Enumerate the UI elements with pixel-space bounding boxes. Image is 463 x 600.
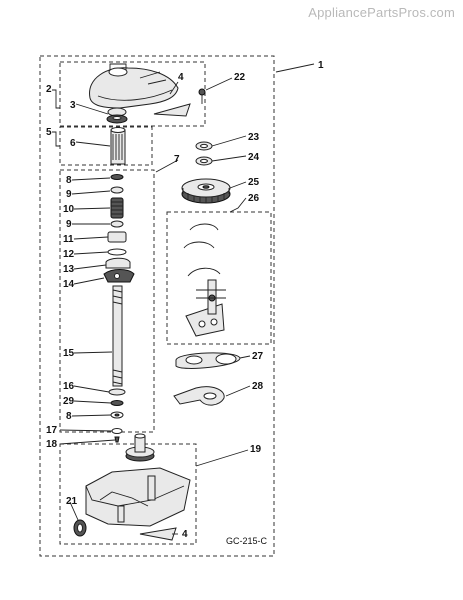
- assembly-boundary-1: [39, 55, 275, 557]
- callout-23: 23: [248, 132, 260, 143]
- callout-9-bottom: 9: [66, 219, 72, 230]
- leader-lines: [52, 63, 315, 535]
- callout-9-top: 9: [66, 189, 72, 200]
- callout-22: 22: [234, 72, 246, 83]
- shift-group-boundary: [166, 211, 272, 345]
- callout-24: 24: [248, 152, 260, 163]
- washer-24-icon: [195, 156, 213, 166]
- seal-21-icon: [73, 519, 87, 537]
- callout-16: 16: [63, 381, 75, 392]
- gear-icon: [181, 178, 231, 204]
- cover-icon: [89, 63, 179, 109]
- shift-clips-icon: [183, 223, 226, 337]
- callout-12: 12: [63, 249, 75, 260]
- callout-13: 13: [63, 264, 75, 275]
- housing-icon: [85, 433, 191, 527]
- callout-17: 17: [46, 425, 58, 436]
- washer-17-icon: [111, 428, 123, 434]
- callout-6: 6: [70, 138, 76, 149]
- seal-wedge-bottom-icon: [139, 527, 177, 541]
- screw-22-icon: [198, 88, 206, 104]
- callout-25: 25: [248, 177, 260, 188]
- callout-4-bottom: 4: [182, 529, 188, 540]
- callout-4-top: 4: [178, 72, 184, 83]
- housing-group-boundary: [59, 443, 197, 545]
- callout-15: 15: [63, 348, 75, 359]
- callout-11: 11: [63, 234, 74, 245]
- seal-wedge-top-icon: [153, 103, 191, 117]
- callout-14: 14: [63, 279, 75, 290]
- callout-5: 5: [46, 127, 52, 138]
- callout-21: 21: [66, 496, 78, 507]
- shift-fork-28-icon: [173, 386, 225, 406]
- shaft-stack-icon: [103, 174, 135, 419]
- washer-23-icon: [195, 141, 213, 151]
- callout-8-top: 8: [66, 175, 72, 186]
- callout-8-bottom: 8: [66, 411, 72, 422]
- callout-18: 18: [46, 439, 58, 450]
- callout-19: 19: [250, 444, 262, 455]
- pinion-6-icon: [110, 127, 126, 165]
- shift-lever-27-icon: [175, 352, 241, 369]
- callout-28: 28: [252, 381, 264, 392]
- cover-group-boundary: [59, 61, 206, 127]
- callout-1: 1: [318, 60, 324, 71]
- washer-3-icon: [106, 107, 128, 124]
- shaft-group-boundary: [59, 169, 155, 433]
- callout-7: 7: [174, 154, 180, 165]
- callout-29: 29: [63, 396, 75, 407]
- key-18-icon: [114, 436, 120, 443]
- callout-labels: 1 2 3 4 22 5 6 7 8 9 10 9 11 12 13 14 15…: [46, 60, 324, 540]
- callout-10: 10: [63, 204, 75, 215]
- callout-2: 2: [46, 84, 52, 95]
- callout-27: 27: [252, 351, 264, 362]
- callout-3: 3: [70, 100, 76, 111]
- diagram-code: GC-215-C: [226, 536, 268, 546]
- callout-26: 26: [248, 193, 260, 204]
- watermark: AppliancePartsPros.com: [308, 5, 455, 20]
